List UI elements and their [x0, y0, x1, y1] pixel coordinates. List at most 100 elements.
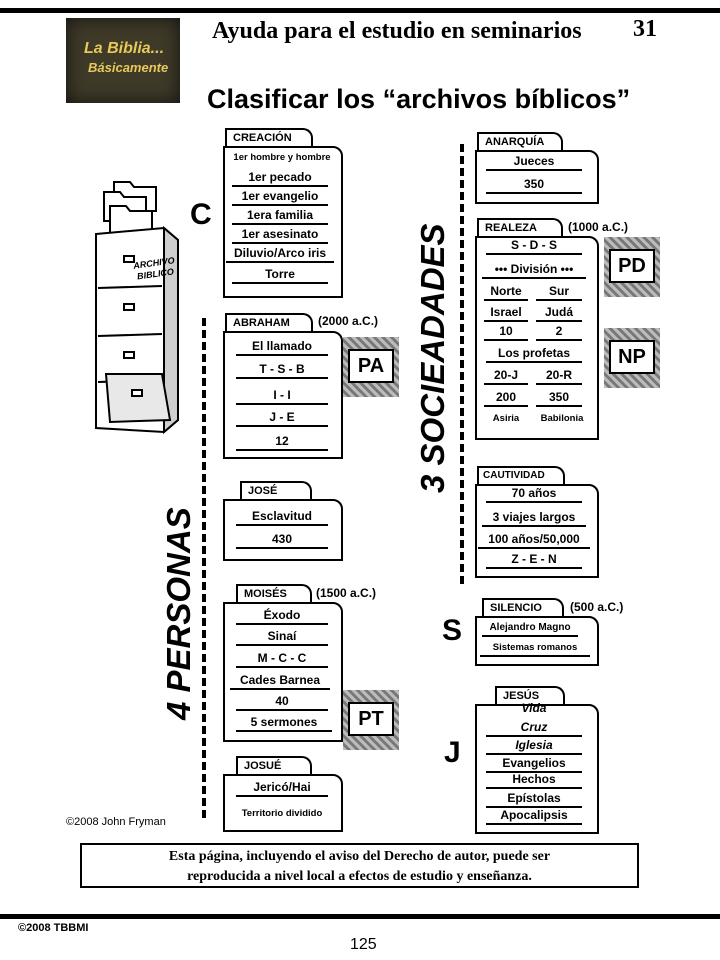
moises-item: M - C - C: [236, 651, 328, 668]
moises-item: 5 sermones: [236, 715, 332, 732]
realeza-item: 2: [536, 324, 582, 341]
card-abraham: [223, 331, 343, 459]
tab-silencio: SILENCIO: [482, 598, 564, 616]
realeza-date: (1000 a.C.): [568, 220, 629, 234]
tab-abraham: ABRAHAM: [225, 313, 313, 331]
filing-cabinet-illustration: [95, 181, 179, 435]
letter-s: S: [442, 614, 463, 647]
jesus-item: Epístolas: [486, 791, 582, 808]
book-logo: La Biblia... Básicamente: [66, 18, 180, 103]
cautividad-item: Z - E - N: [486, 552, 582, 569]
creacion-item: 1er asesinato: [232, 227, 328, 244]
realeza-item: ••• División •••: [482, 262, 586, 279]
tab-anarquia: ANARQUÍA: [477, 132, 563, 150]
card-creacion: [223, 146, 343, 298]
moises-item: Sinaí: [236, 629, 328, 646]
folders-icon: [103, 181, 157, 236]
abraham-item: J - E: [236, 410, 328, 427]
silencio-item: Sistemas romanos: [480, 640, 590, 657]
anarquia-item: 350: [486, 177, 582, 194]
abraham-item: El llamado: [236, 339, 328, 356]
creacion-item: 1er hombre y hombre: [233, 152, 331, 163]
creacion-item: Torre: [232, 267, 328, 284]
jesus-item: Apocalipsis: [486, 808, 582, 825]
top-rule: [0, 8, 720, 13]
notice-line2: reproducida a nivel local a efectos de e…: [187, 869, 532, 884]
bottom-rule: [0, 914, 720, 919]
realeza-item: 20-R: [536, 368, 582, 385]
moises-date: (1500 a.C.): [316, 586, 377, 600]
tab-jose: JOSÉ: [240, 481, 312, 499]
silencio-item: Alejandro Magno: [482, 620, 578, 637]
tab-jesus: JESÚS: [495, 686, 565, 704]
creacion-item: 1er evangelio: [232, 189, 328, 206]
card-josue: [223, 774, 343, 832]
realeza-item: Judá: [536, 305, 582, 322]
logo-line2: Básicamente: [88, 60, 169, 75]
creacion-item: 1era familia: [232, 208, 328, 225]
josue-item: Jericó/Hai: [236, 780, 328, 797]
card-moises: [223, 602, 343, 742]
card-jose: [223, 499, 343, 561]
letter-j: J: [444, 736, 461, 769]
jesus-item: Evangelios: [486, 756, 582, 773]
personas-dashed-line: [202, 318, 206, 818]
realeza-item: 350: [536, 390, 582, 407]
stamp-pt-label: PT: [348, 702, 394, 736]
silencio-date: (500 a.C.): [570, 600, 624, 614]
realeza-item: 20-J: [484, 368, 528, 385]
jose-item: 430: [236, 532, 328, 549]
letter-c: C: [190, 198, 212, 231]
abraham-item: 12: [236, 434, 328, 451]
moises-item: Éxodo: [236, 608, 328, 625]
realeza-item: Asiria: [492, 413, 520, 424]
card-jesus: [475, 704, 599, 834]
copyright-small: ©2008 John Fryman: [66, 816, 166, 828]
page-title: Clasificar los “archivos bíblicos”: [207, 84, 631, 114]
stamp-np: NP: [604, 328, 660, 388]
header-title: Ayuda para el estudio en seminarios: [212, 18, 582, 44]
header-page-number: 31: [633, 16, 657, 42]
label-3-sociedades: 3 SOCIEADADES: [414, 223, 451, 493]
jose-item: Esclavitud: [236, 509, 328, 526]
logo-line1: La Biblia...: [84, 40, 165, 57]
reproduction-notice: Esta página, incluyendo el aviso del Der…: [80, 843, 639, 888]
stamp-pt: PT: [343, 690, 399, 750]
card-cautividad: [475, 484, 599, 578]
abraham-item: T - S - B: [236, 362, 328, 379]
copyright-tbbmi: ©2008 TBBMI: [18, 922, 89, 934]
card-anarquia: [475, 150, 599, 204]
card-silencio: [475, 616, 599, 666]
moises-item: Cades Barnea: [230, 673, 330, 690]
creacion-item: 1er pecado: [232, 170, 328, 187]
sociedades-dashed-line: [460, 144, 464, 584]
label-4-personas: 4 PERSONAS: [160, 507, 197, 720]
creacion-item: Diluvio/Arco iris: [226, 246, 334, 263]
realeza-item: S - D - S: [486, 238, 582, 255]
tab-cautividad: CAUTIVIDAD: [477, 466, 565, 484]
stamp-pd: PD: [604, 237, 660, 297]
cautividad-item: 70 años: [486, 486, 582, 503]
page-number: 125: [350, 936, 377, 953]
stamp-pa-label: PA: [348, 349, 394, 383]
josue-item: Territorio dividido: [241, 808, 323, 819]
jesus-item: Vida: [521, 701, 547, 715]
cautividad-item: 3 viajes largos: [482, 510, 586, 527]
tab-creacion: CREACIÓN: [225, 128, 313, 146]
jesus-item: Hechos: [486, 772, 582, 789]
tab-josue: JOSUÉ: [236, 756, 312, 774]
stamp-np-label: NP: [609, 340, 655, 374]
tab-moises: MOISÉS: [236, 584, 312, 602]
realeza-item: 200: [484, 390, 528, 407]
abraham-item: I - I: [236, 388, 328, 405]
realeza-item: 10: [484, 324, 528, 341]
tab-realeza: REALEZA: [477, 218, 563, 236]
abraham-date: (2000 a.C.): [318, 314, 379, 328]
realeza-item: Babilonia: [540, 413, 584, 424]
stamp-pd-label: PD: [609, 249, 655, 283]
cautividad-item: 100 años/50,000: [478, 532, 590, 549]
realeza-item: Norte: [484, 284, 528, 301]
realeza-item: Los profetas: [486, 346, 582, 363]
realeza-item: Sur: [536, 284, 582, 301]
jesus-item: Iglesia: [486, 738, 582, 755]
